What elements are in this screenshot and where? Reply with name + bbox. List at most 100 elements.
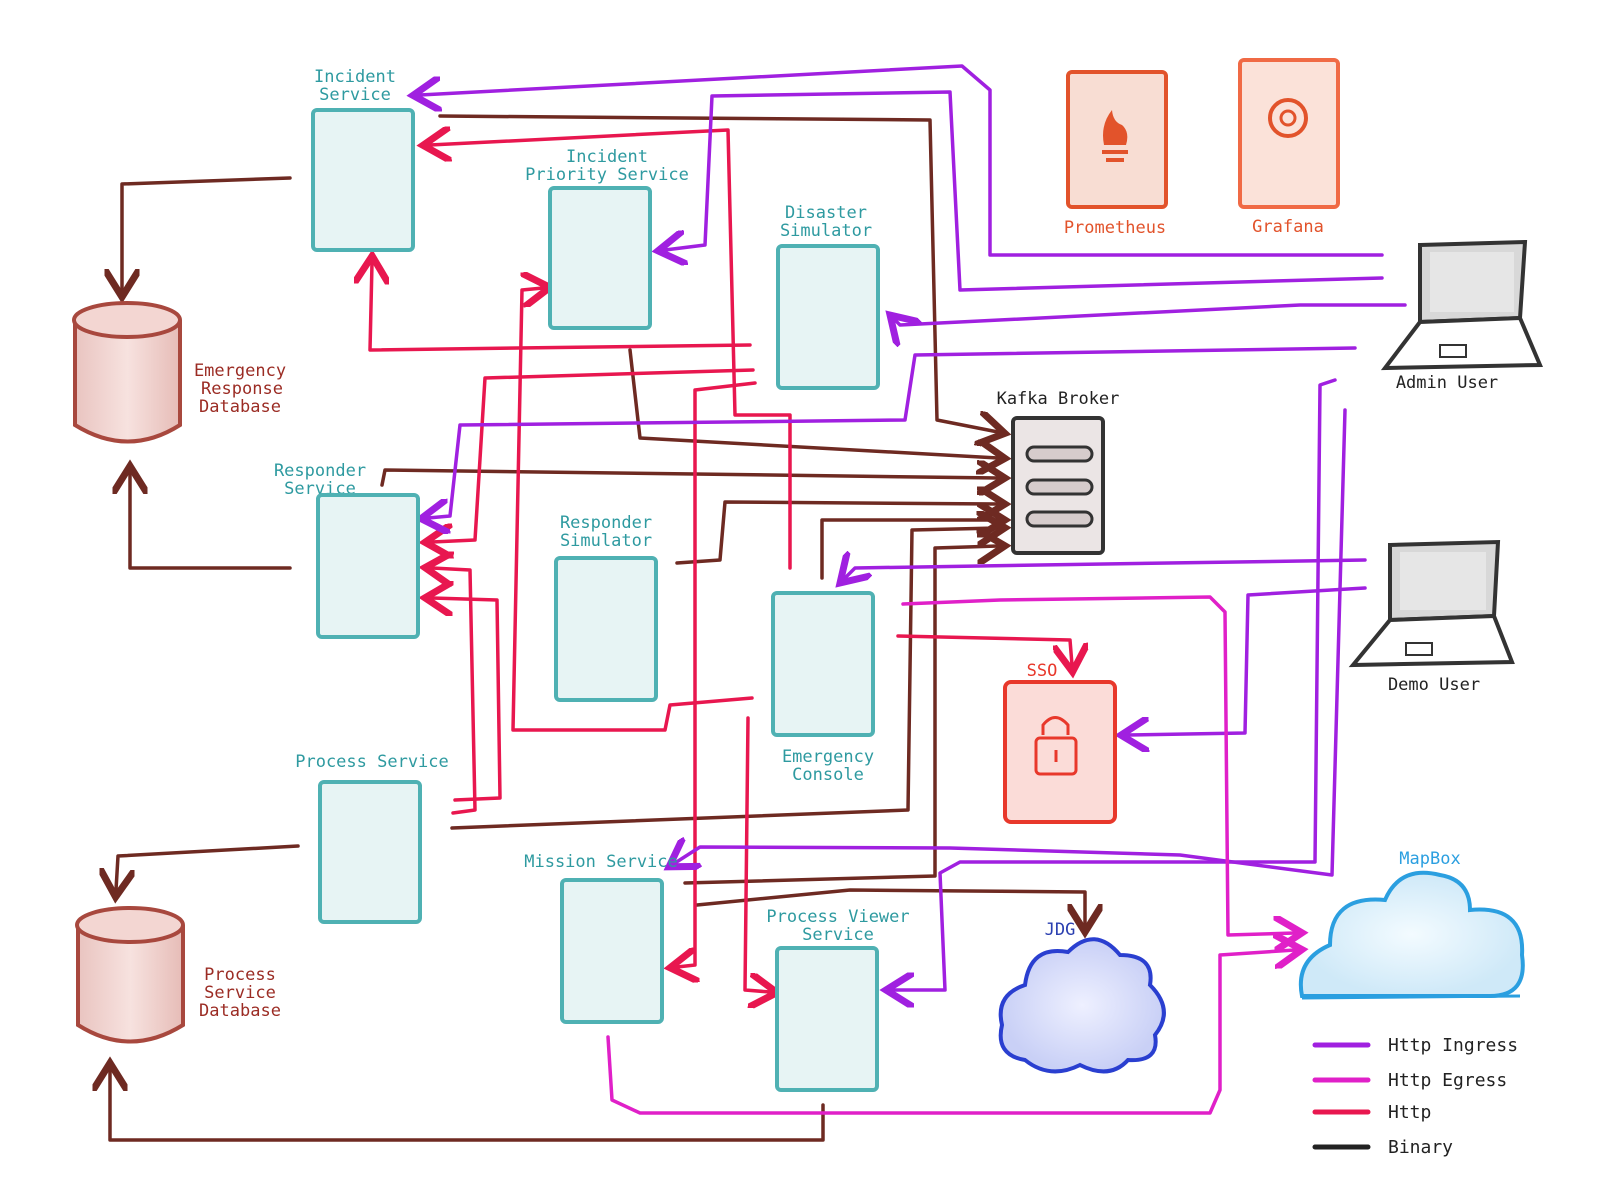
responder-service: Responder Service (274, 461, 420, 639)
service-label: Emergency (782, 747, 874, 767)
service-box (318, 780, 422, 924)
sso-box (1003, 680, 1117, 824)
grafana-label: Grafana (1252, 217, 1324, 237)
emergency-response-database: Emergency Response Database (72, 301, 286, 444)
grafana-icon (1268, 98, 1308, 138)
grafana-box (1238, 58, 1340, 209)
service-label: Service (802, 925, 874, 945)
lock-icon (1034, 736, 1078, 776)
service-label: Mission Service (524, 852, 678, 872)
service-box (775, 946, 879, 1092)
service-label: Responder (560, 513, 652, 533)
edge-binary (438, 114, 998, 432)
db-label-line: Emergency (194, 361, 286, 381)
edge-http (743, 716, 770, 992)
server-slot (1025, 445, 1094, 463)
database-icon-top (72, 301, 182, 339)
sso-label: SSO (1027, 661, 1058, 681)
service-label: Console (792, 765, 864, 785)
laptop-screen (1430, 252, 1514, 312)
edge-http (896, 634, 1072, 665)
service-label: Incident (566, 147, 648, 167)
edge-http-ingress (420, 64, 1384, 257)
edge-binary (130, 473, 292, 570)
service-label: Disaster (785, 203, 867, 223)
prometheus-label: Prometheus (1064, 218, 1166, 238)
service-box (776, 244, 880, 390)
database-icon (73, 320, 182, 444)
kafka-broker: Kafka Broker (997, 389, 1119, 555)
edge-http-ingress (1128, 586, 1367, 735)
edge-http-egress (901, 595, 1295, 935)
edge-http-ingress (675, 408, 1347, 877)
cloud-icon (1298, 870, 1525, 998)
incident-priority-service: Incident Priority Service (525, 147, 689, 330)
service-box (560, 878, 664, 1024)
process-viewer-service: Process Viewer Service (766, 907, 910, 1092)
prometheus-icon (1103, 110, 1128, 145)
service-label: Service (319, 85, 391, 105)
process-service: Process Service (295, 752, 449, 924)
service-box (554, 556, 658, 702)
edge-binary (116, 844, 300, 890)
demo-user-label: Demo User (1388, 675, 1480, 695)
edge-binary (695, 888, 1085, 925)
laptop-screen (1400, 552, 1486, 610)
edge-http (511, 288, 754, 732)
edge-http (430, 130, 792, 570)
edge-binary (110, 1070, 825, 1142)
grafana: Grafana (1238, 58, 1340, 237)
incident-service: Incident Service (311, 67, 415, 252)
edge-binary (450, 528, 998, 830)
service-box (548, 186, 652, 330)
legend-label-egress: Http Egress (1388, 1070, 1507, 1091)
edge-http-ingress (895, 303, 1407, 325)
db-label-line: Service (204, 983, 276, 1003)
edge-http (432, 368, 755, 542)
service-box (316, 493, 420, 639)
laptop-base (1380, 315, 1544, 371)
db-label-line: Response (201, 379, 283, 399)
mapbox-label: MapBox (1399, 849, 1460, 869)
service-label: Priority Service (525, 165, 689, 185)
edge-binary (675, 502, 998, 565)
edge-http (677, 381, 757, 967)
edge-http-ingress (428, 346, 1357, 518)
grafana-icon-core (1279, 109, 1297, 127)
service-label: Incident (314, 67, 396, 87)
edge-http-ingress (893, 378, 1337, 990)
demo-user: Demo User (1348, 539, 1515, 695)
process-service-database: Process Service Database (75, 906, 281, 1044)
service-label: Process Service (295, 752, 449, 772)
edge-http-egress (606, 950, 1295, 1115)
cloud-baseline (1301, 994, 1521, 1000)
edge-http (432, 568, 477, 815)
service-label: Process Viewer (766, 907, 909, 927)
edge-binary (628, 348, 998, 458)
service-box (771, 591, 875, 737)
service-box (311, 108, 415, 252)
legend: Http Ingress Http Egress Http Binary (1388, 1035, 1518, 1158)
legend-label-binary: Binary (1388, 1137, 1453, 1158)
jdg-label: JDG (1045, 920, 1076, 940)
db-label-line: Process (204, 965, 276, 985)
server-slot (1025, 478, 1094, 496)
legend-label-ingress: Http Ingress (1388, 1035, 1518, 1056)
edge-http (370, 263, 752, 352)
edge-http (432, 598, 502, 802)
service-label: Responder (274, 461, 366, 481)
service-label: Simulator (780, 221, 872, 241)
laptop-trackpad (1439, 344, 1467, 358)
legend-label-http: Http (1388, 1102, 1431, 1123)
database-icon (76, 925, 185, 1044)
mapbox: MapBox (1298, 849, 1525, 1000)
edge-http-ingress (665, 90, 1384, 292)
edge-http-ingress (845, 560, 1367, 578)
server-slot (1025, 510, 1094, 528)
laptop-base (1348, 613, 1515, 668)
cloud-icon (998, 937, 1166, 1074)
jdg: JDG (998, 920, 1166, 1074)
admin-user: Admin User (1380, 239, 1544, 393)
edge-binary (820, 520, 998, 580)
